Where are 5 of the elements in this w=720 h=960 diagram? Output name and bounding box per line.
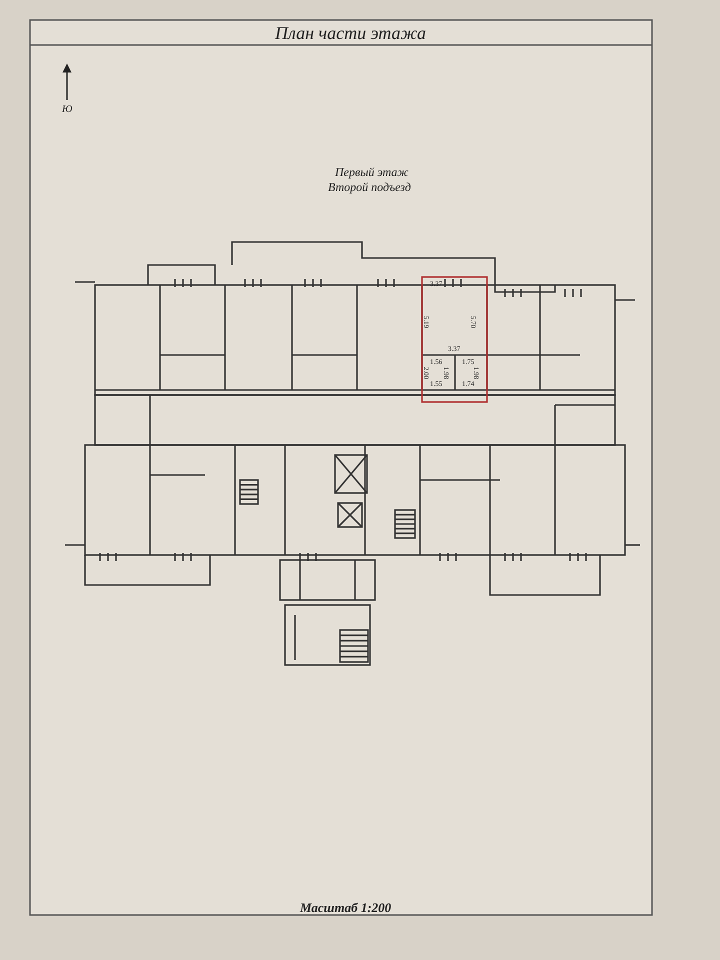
plan-title: План части этажа [275,23,426,44]
floor-note: Первый этаж [335,165,408,180]
scale-caption: Масштаб 1:200 [300,900,392,916]
entrance-note: Второй подъезд [328,180,411,195]
direction-letter: Ю [62,104,72,115]
